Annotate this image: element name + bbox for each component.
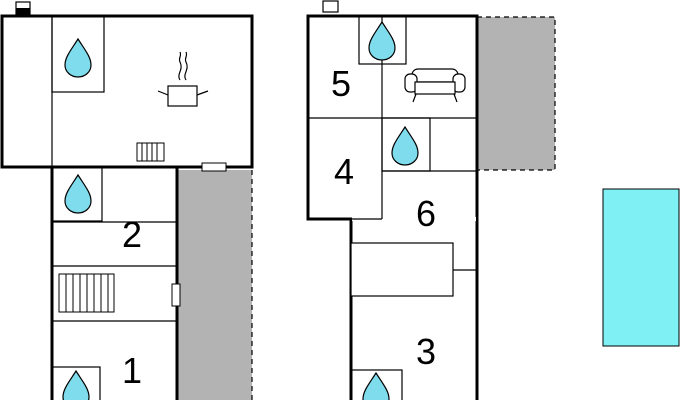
- entrance-marker-fill: [16, 8, 30, 14]
- pool: [602, 188, 680, 347]
- bath-box-1: [51, 15, 105, 93]
- door-icon: [201, 162, 227, 172]
- bath-box-4: [358, 15, 407, 65]
- counter: [350, 242, 454, 297]
- radiator-icon: [136, 142, 165, 162]
- terrace-right-edge: [477, 16, 556, 171]
- room-label-5: 5: [331, 63, 351, 104]
- stairs-icon: [58, 273, 115, 313]
- room-label-6: 6: [416, 193, 436, 234]
- room-label-2: 2: [122, 214, 142, 255]
- room-label-4: 4: [334, 151, 354, 192]
- door-icon: [171, 283, 181, 307]
- bath-box-3: [51, 366, 101, 400]
- bath-box-6: [350, 369, 403, 400]
- cooking-pot-icon: [157, 51, 209, 107]
- room-label-3: 3: [416, 331, 436, 372]
- bath-box-5: [381, 117, 431, 172]
- kitchen-block: [0, 14, 254, 169]
- bath-box-2: [51, 166, 103, 222]
- sofa-icon: [404, 68, 466, 103]
- entrance-marker-right: [322, 0, 339, 13]
- terrace-right: [477, 17, 555, 170]
- terrace-left: [177, 170, 252, 400]
- room-label-1: 1: [122, 350, 142, 391]
